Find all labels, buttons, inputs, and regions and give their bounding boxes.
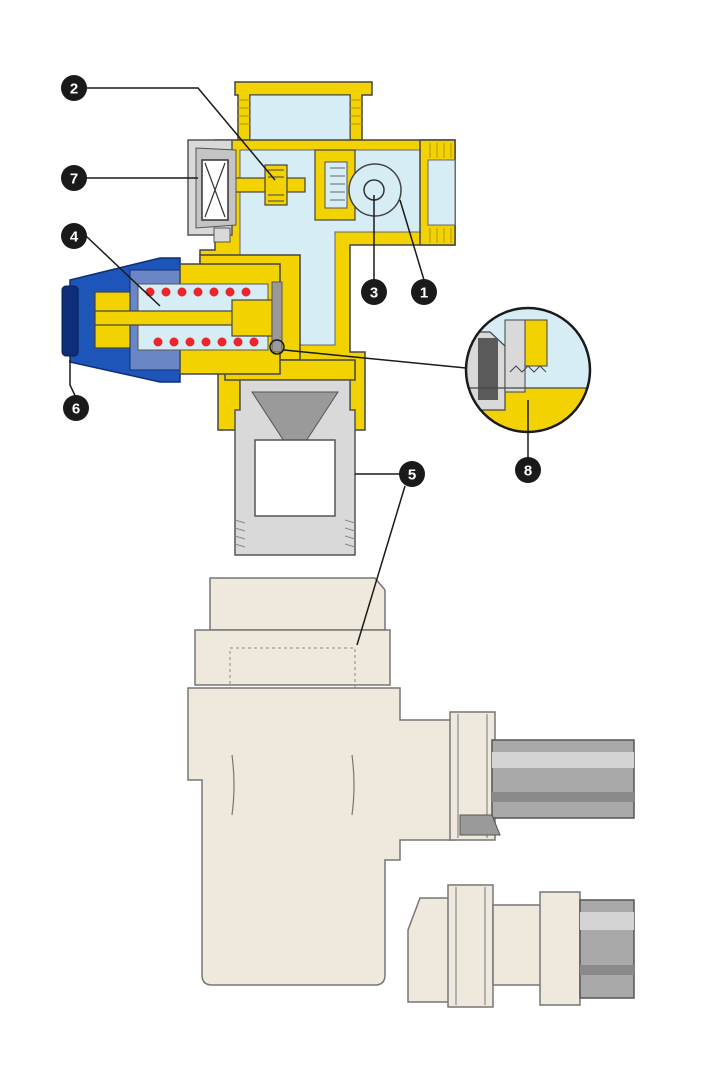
callout-1: 1 xyxy=(411,279,437,305)
callout-3: 3 xyxy=(361,279,387,305)
spring-assembly xyxy=(94,263,283,375)
callout-5-label: 5 xyxy=(408,467,416,484)
callout-8: 8 xyxy=(515,457,541,483)
callout-8-label: 8 xyxy=(524,463,532,480)
callout-7-label: 7 xyxy=(70,171,78,188)
front-cap xyxy=(187,139,237,243)
callout-7: 7 xyxy=(61,165,87,191)
callout-5: 5 xyxy=(399,461,425,487)
callout-3-label: 3 xyxy=(370,285,378,302)
callout-6-label: 6 xyxy=(72,401,80,418)
callout-6: 6 xyxy=(63,395,89,421)
callout-2: 2 xyxy=(61,75,87,101)
lower-outlet xyxy=(407,884,635,1008)
discharge-funnel xyxy=(234,379,356,556)
siphon-trap xyxy=(187,577,456,986)
leader-4 xyxy=(85,235,161,307)
callout-4: 4 xyxy=(61,223,87,249)
upper-outlet xyxy=(449,711,635,841)
callout-4-label: 4 xyxy=(70,229,79,246)
leader-2 xyxy=(86,87,276,181)
callout-1-label: 1 xyxy=(420,285,428,302)
callout-2-label: 2 xyxy=(70,81,78,98)
leader-1 xyxy=(399,199,425,281)
leader-5b xyxy=(356,485,406,646)
